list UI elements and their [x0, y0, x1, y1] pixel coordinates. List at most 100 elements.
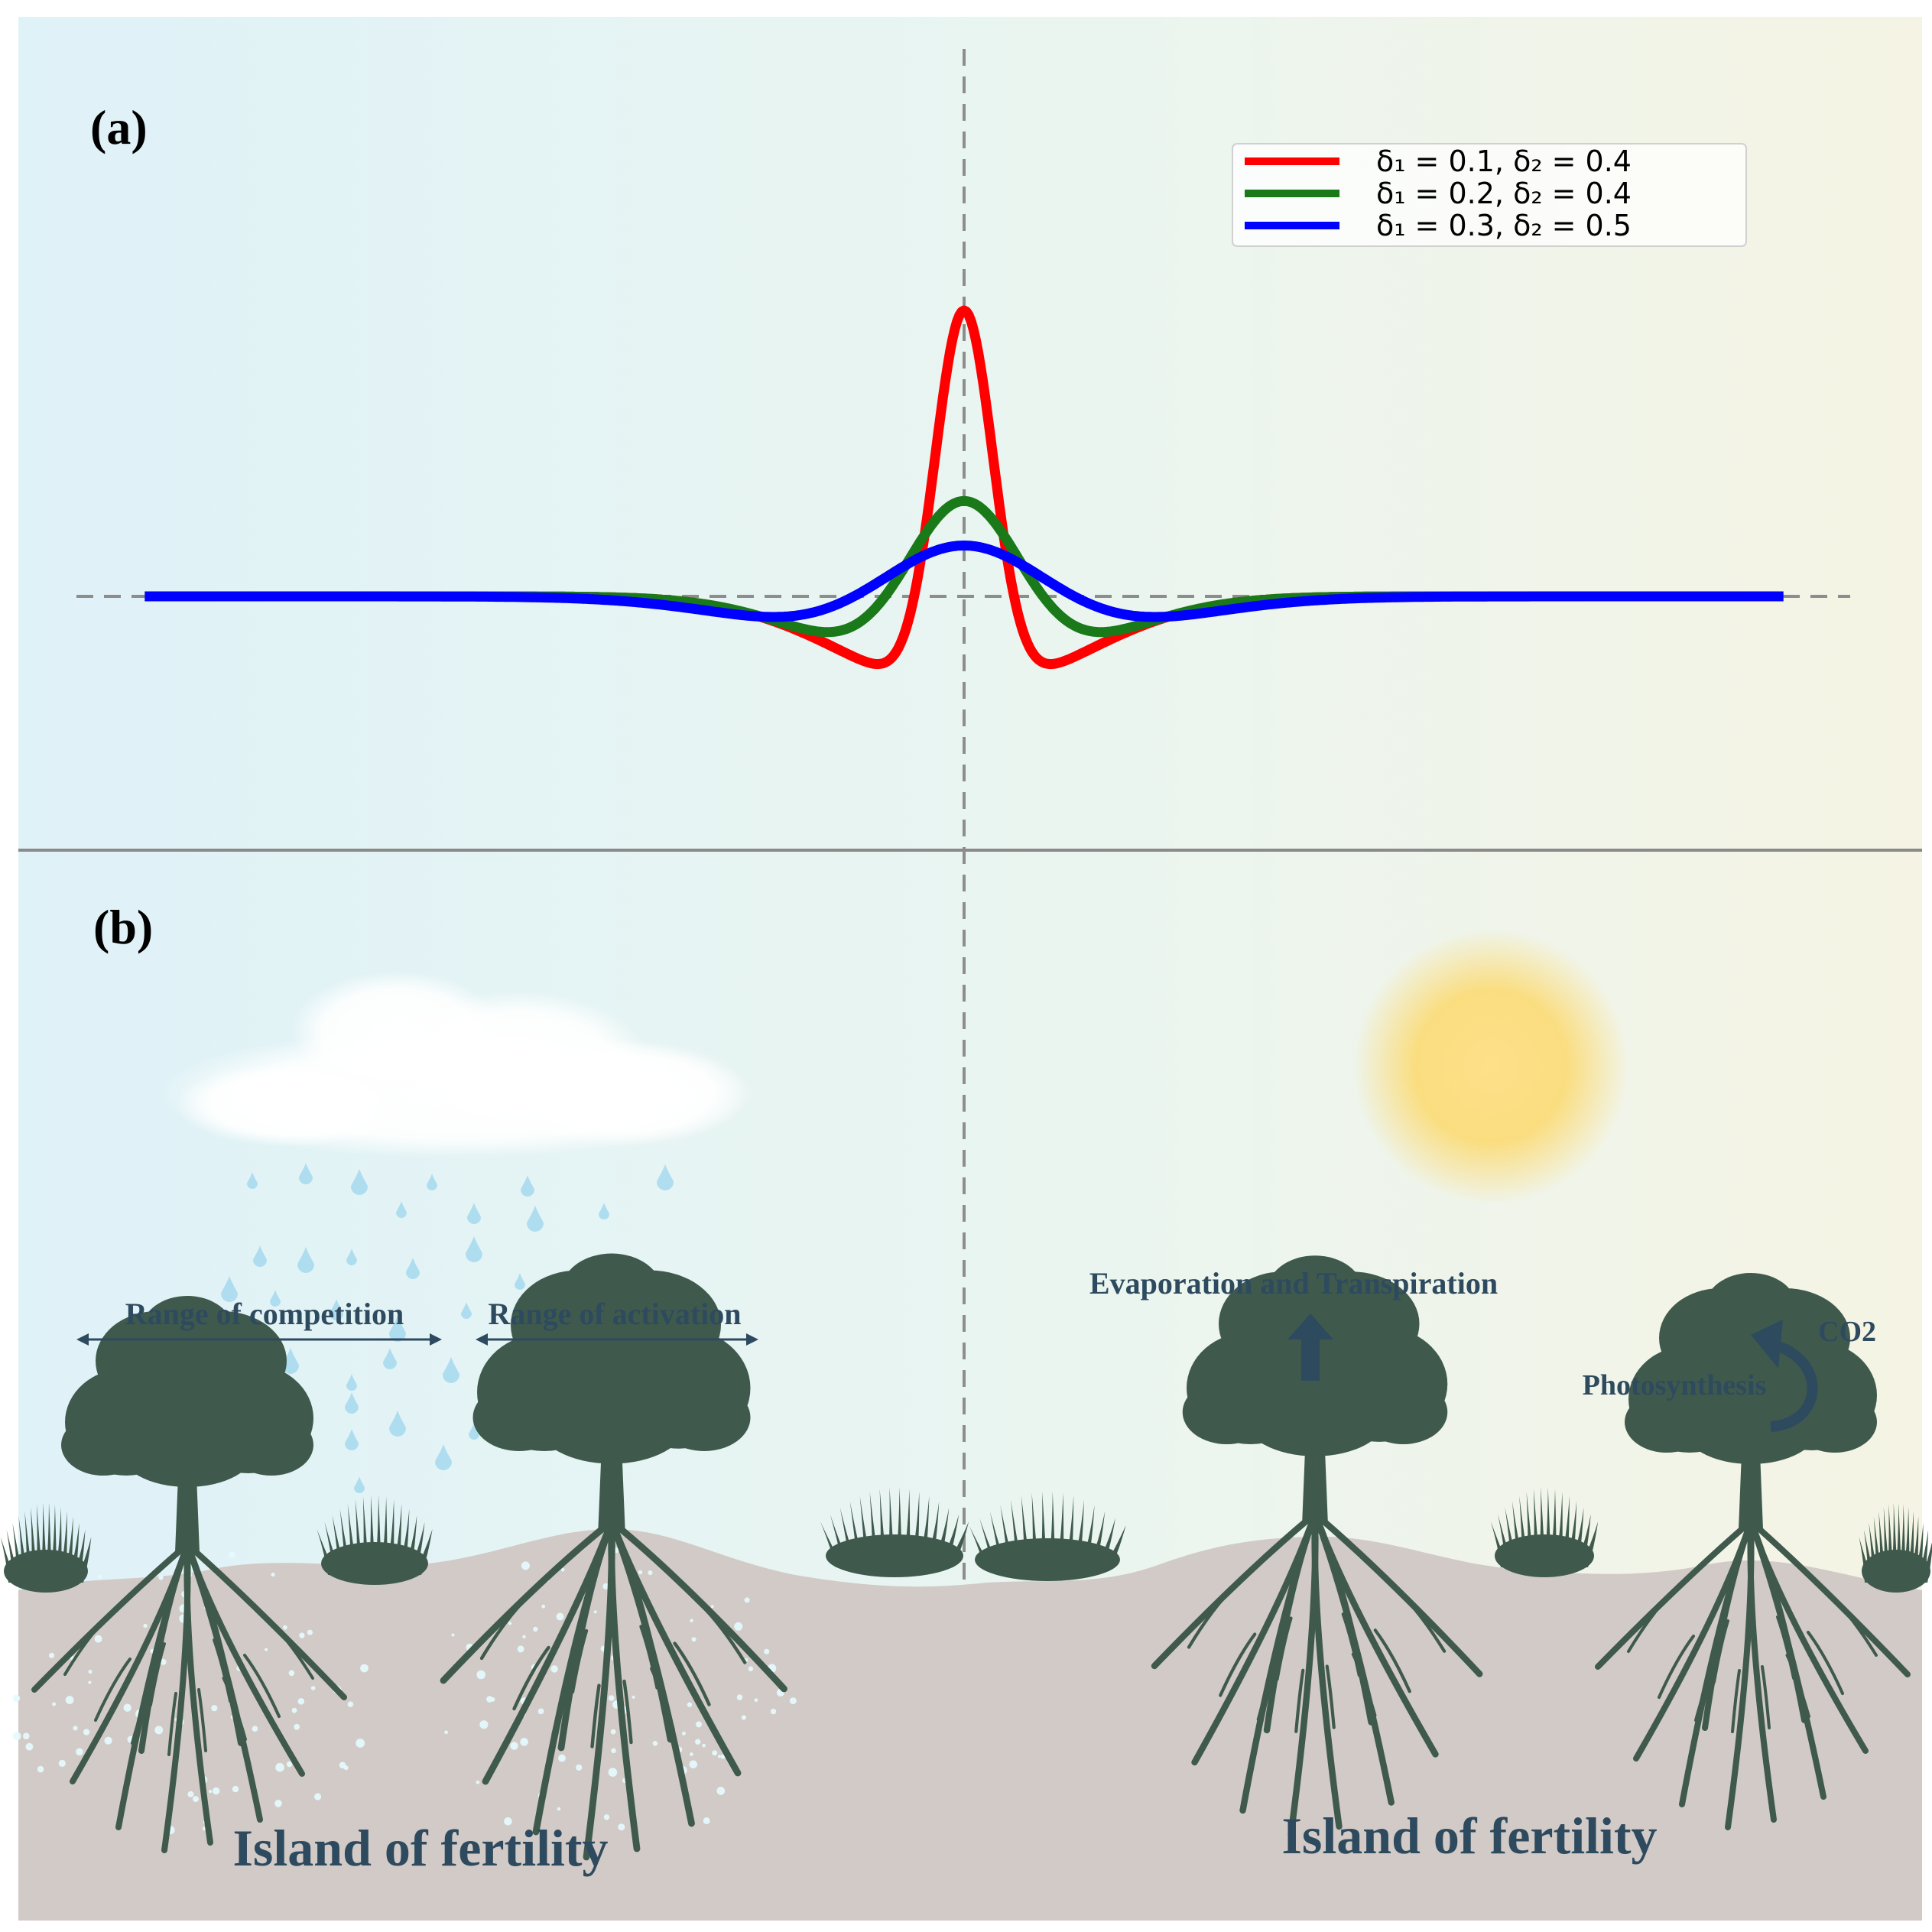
nutrient-particle [356, 1739, 365, 1748]
nutrient-particle [522, 1635, 526, 1639]
nutrient-particle [520, 1738, 528, 1746]
tree [440, 1253, 787, 1861]
nutrient-particle [508, 1622, 512, 1625]
cycle-arrow-icon [1765, 1339, 1818, 1432]
raindrop [443, 1356, 459, 1383]
nutrient-particle [12, 1694, 21, 1703]
nutrient-particle [789, 1697, 797, 1705]
range-activation-label: Range of activation [488, 1297, 741, 1331]
nutrient-particle [476, 1670, 485, 1680]
nutrient-particle [695, 1739, 701, 1745]
nutrient-particle [638, 1570, 643, 1575]
raindrop [396, 1201, 407, 1218]
nutrient-particle [307, 1629, 313, 1635]
nutrient-particle [274, 1800, 282, 1807]
nutrient-particle [299, 1632, 305, 1638]
raindrop [427, 1174, 437, 1190]
nutrient-particle [557, 1807, 561, 1811]
panel-b-label: (b) [93, 900, 153, 954]
nutrient-particle [88, 1680, 92, 1684]
nutrient-particle [632, 1695, 635, 1699]
nutrient-particle [690, 1752, 693, 1756]
legend: δ₁ = 0.1, δ₂ = 0.4 δ₁ = 0.2, δ₂ = 0.4 δ₁… [1232, 143, 1747, 247]
raindrop [247, 1172, 258, 1189]
nutrient-particle [444, 1730, 448, 1735]
nutrient-particle [83, 1729, 90, 1736]
raindrop [345, 1392, 359, 1414]
nutrient-particle [736, 1694, 743, 1700]
nutrient-particle [754, 1698, 758, 1703]
nutrient-particle [158, 1575, 164, 1580]
raindrop [515, 1273, 525, 1290]
raindrop [466, 1236, 482, 1262]
raindrop [389, 1315, 406, 1342]
nutrient-particle [297, 1698, 305, 1705]
nutrient-particle [104, 1736, 112, 1745]
raindrop [354, 1476, 365, 1493]
nutrient-particle [160, 1658, 167, 1665]
nutrient-particle [193, 1796, 199, 1803]
raindrop [346, 1248, 357, 1265]
raindrop [527, 1205, 544, 1232]
nutrient-particle [232, 1785, 239, 1793]
nutrient-particle [702, 1743, 706, 1748]
raindrop [253, 1245, 267, 1267]
raindrop [657, 1164, 674, 1190]
nutrient-particle [310, 1686, 316, 1690]
raindrop [221, 1275, 238, 1302]
trees [31, 1253, 1911, 1861]
grass-tuft [317, 1495, 433, 1585]
nutrient-particle [652, 1741, 658, 1746]
legend-box [1232, 143, 1747, 247]
nutrient-particle [510, 1742, 518, 1750]
raindrop [282, 1347, 299, 1374]
raindrop [299, 1163, 313, 1184]
nutrient-particle [37, 1765, 44, 1773]
nutrient-particle [717, 1755, 722, 1758]
nutrient-particle [88, 1669, 93, 1674]
raindrop [461, 1302, 472, 1319]
nutrient-particle [537, 1708, 544, 1715]
nutrient-particle [97, 1574, 102, 1580]
nutrient-particle [360, 1664, 369, 1673]
range-activation-arrow [476, 1333, 758, 1346]
nutrient-particle [593, 1610, 597, 1614]
nutrient-particle [123, 1703, 132, 1712]
nutrient-particle [734, 1622, 743, 1631]
nutrient-particle [154, 1726, 164, 1735]
raindrop [330, 1299, 343, 1320]
nutrient-particle [486, 1696, 493, 1703]
grass-tuft [1490, 1487, 1599, 1577]
co2-label: CO2 [1818, 1316, 1876, 1348]
nutrient-particle [187, 1791, 194, 1797]
nutrient-particle [611, 1748, 616, 1754]
raindrop [469, 1423, 479, 1440]
nutrient-particle [576, 1764, 583, 1771]
nutrient-particle [558, 1754, 566, 1762]
nutrient-particle [603, 1814, 610, 1820]
legend-label-2: δ₁ = 0.2, δ₂ = 0.4 [1376, 177, 1632, 210]
raindrop [351, 1168, 368, 1195]
nutrient-particle [211, 1705, 218, 1712]
up-arrow-icon [1287, 1313, 1333, 1381]
nutrient-particle [479, 1720, 489, 1729]
nutrient-particle [560, 1568, 565, 1572]
tree [31, 1296, 347, 1853]
raindrop [270, 1290, 281, 1307]
grass-tufts [0, 1487, 1932, 1593]
nutrient-particle [143, 1623, 148, 1628]
raindrop [297, 1246, 314, 1273]
island-right-label: Island of fertility [1281, 1807, 1657, 1865]
nutrient-particle [533, 1626, 538, 1632]
nutrient-particle [744, 1597, 750, 1603]
evaporation-label: Evaporation and Transpiration [1089, 1266, 1498, 1300]
photosynthesis-label: Photosynthesis [1583, 1369, 1767, 1401]
panel-a-label: (a) [90, 100, 148, 154]
nutrient-particle [504, 1817, 512, 1826]
nutrient-particle [608, 1768, 618, 1777]
raindrop [345, 1429, 359, 1450]
nutrient-particle [687, 1702, 693, 1707]
nutrient-particle [76, 1748, 83, 1756]
nutrient-particle [52, 1702, 57, 1706]
